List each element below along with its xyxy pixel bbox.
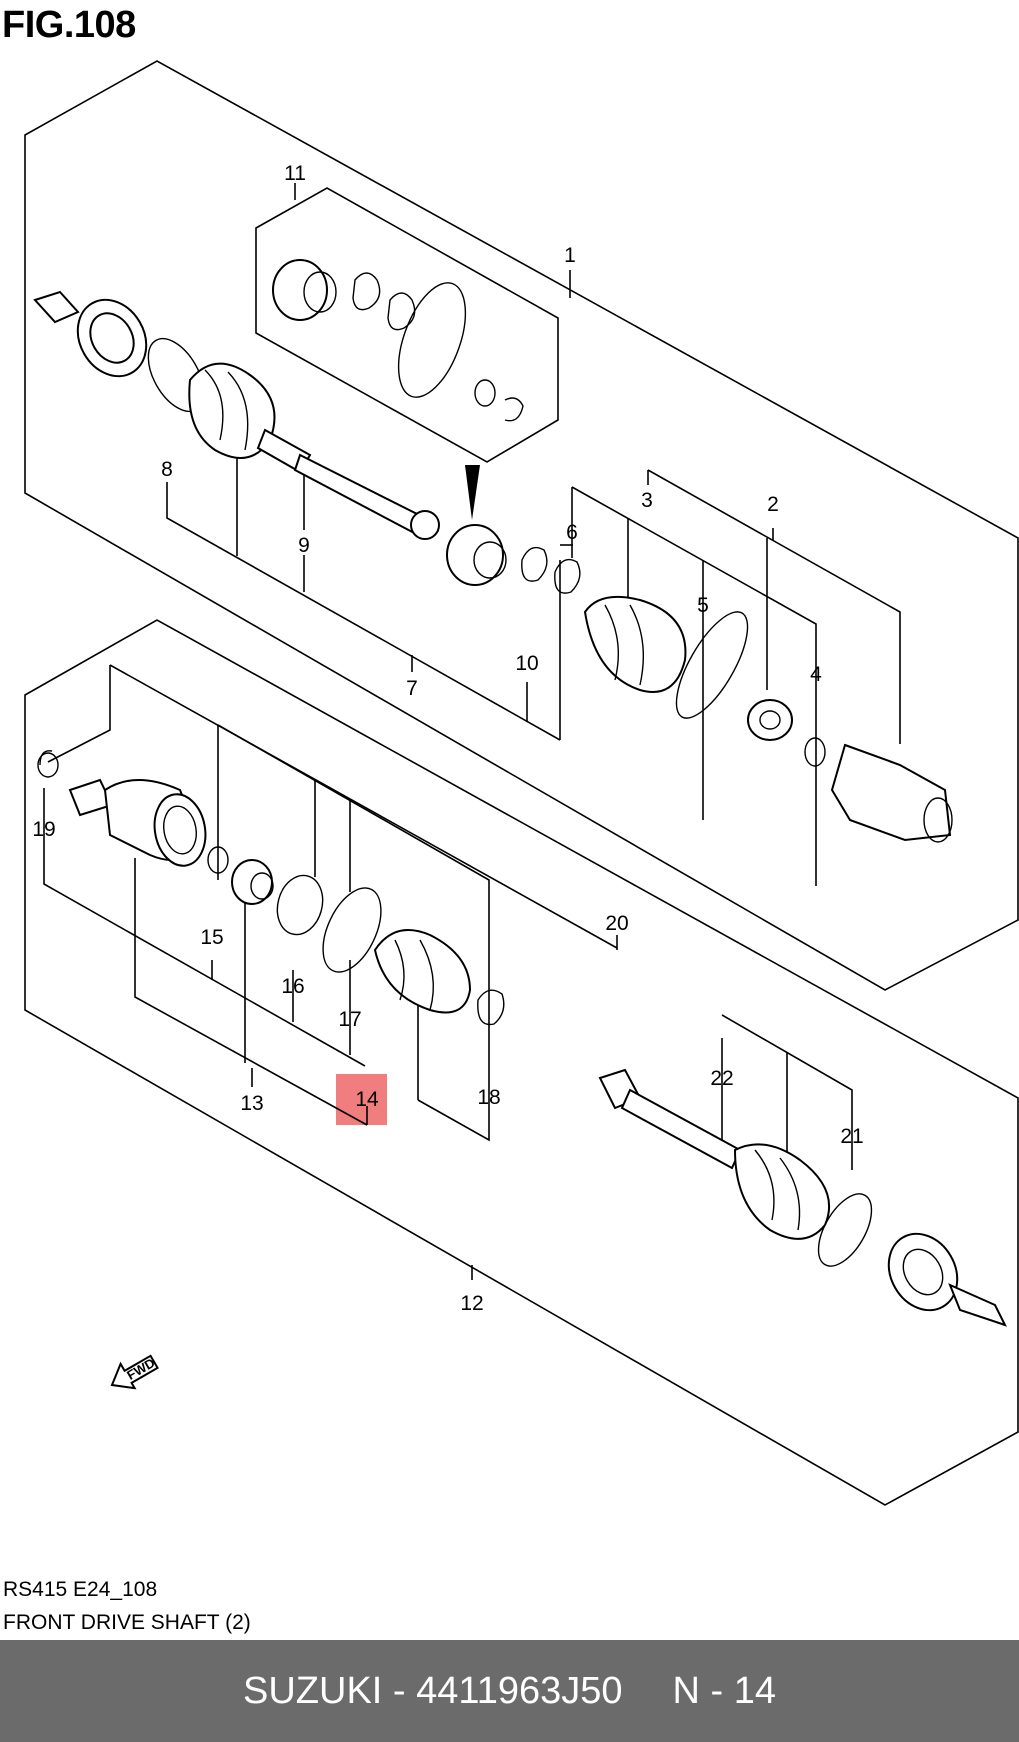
fwd-arrow-icon: FWD <box>110 1354 159 1390</box>
kit-frame <box>255 187 559 463</box>
callout-12: 12 <box>460 1292 483 1315</box>
brand-part-number: SUZUKI - 4411963J50 <box>243 1669 623 1712</box>
callout-14: 14 <box>355 1088 379 1111</box>
figure-title: FIG.108 <box>2 4 136 46</box>
callout-1: 1 <box>564 244 576 267</box>
callout-17: 17 <box>338 1008 361 1031</box>
exploded-parts-diagram: FWD 1 2 3 4 5 6 7 8 9 10 11 12 13 14 15 … <box>24 60 1019 1506</box>
callout-19: 19 <box>32 818 55 841</box>
callout-5: 5 <box>697 594 709 617</box>
callout-7: 7 <box>406 677 418 700</box>
callout-21: 21 <box>840 1125 863 1148</box>
model-code: RS415 E24_108 <box>3 1578 158 1601</box>
callout-20: 20 <box>605 912 628 935</box>
callout-3: 3 <box>641 489 653 512</box>
diagram-position: N - 14 <box>672 1669 776 1712</box>
callout-13: 13 <box>240 1092 263 1115</box>
upper-drive-shaft-parts <box>33 259 953 843</box>
callout-11: 11 <box>284 162 306 185</box>
lower-leader-lines <box>43 664 853 1280</box>
callout-4: 4 <box>810 663 822 686</box>
upper-leader-lines <box>166 183 901 886</box>
diagram-caption: FRONT DRIVE SHAFT (2) <box>3 1611 251 1634</box>
callout-10: 10 <box>515 652 538 675</box>
upper-assembly-frame <box>24 60 1019 991</box>
callout-16: 16 <box>281 975 304 998</box>
highlight-box <box>336 1074 387 1125</box>
callout-6: 6 <box>566 521 578 544</box>
callout-2: 2 <box>767 493 779 516</box>
callout-18: 18 <box>477 1086 500 1109</box>
footer-bar: SUZUKI - 4411963J50 N - 14 <box>0 1640 1019 1742</box>
callout-22: 22 <box>710 1067 733 1090</box>
direction-arrow <box>465 465 480 520</box>
callout-8: 8 <box>161 458 173 481</box>
callout-15: 15 <box>200 926 223 949</box>
callout-9: 9 <box>298 534 310 557</box>
lower-assembly-frame <box>24 619 1019 1506</box>
lower-drive-shaft-parts <box>37 750 1007 1327</box>
